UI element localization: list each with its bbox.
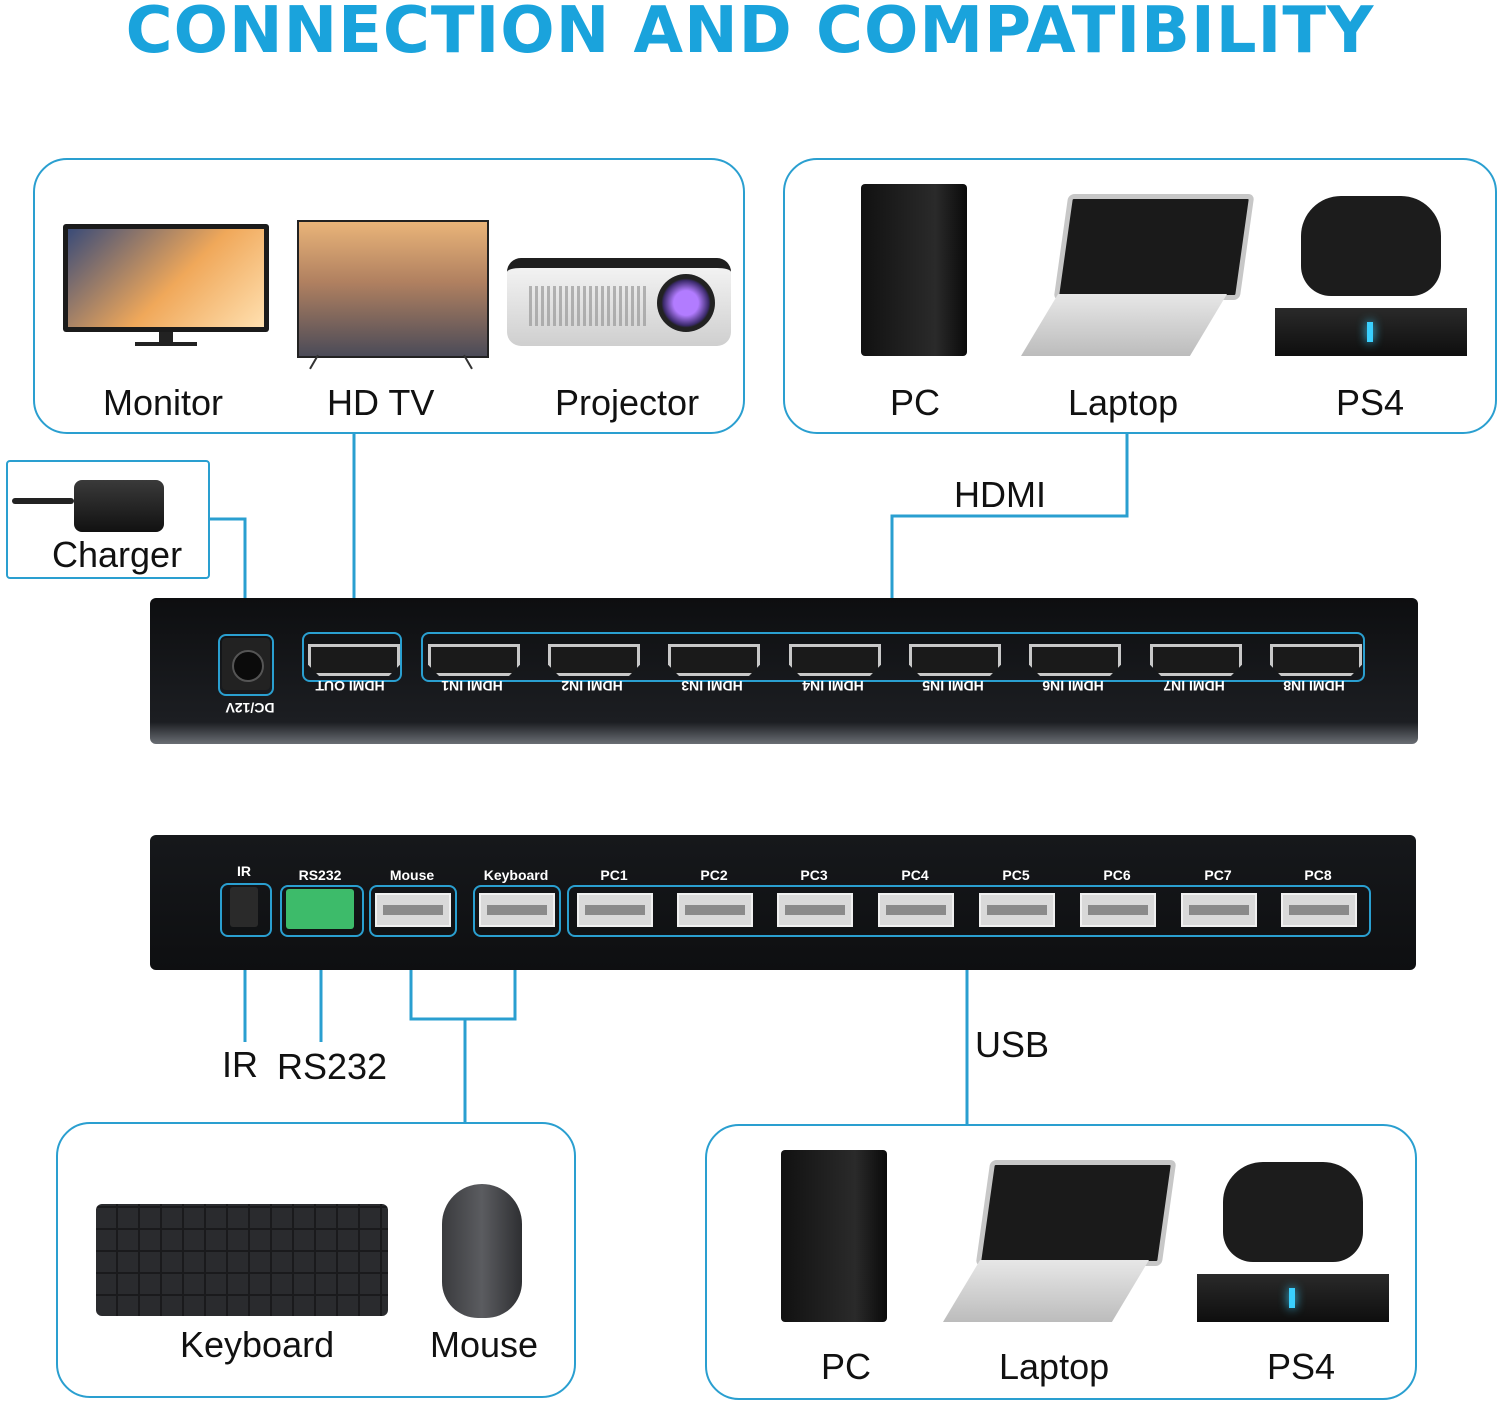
hdmi-in-port-8 bbox=[1270, 644, 1362, 676]
dc-highlight bbox=[218, 634, 274, 696]
pc4-usb-port bbox=[878, 893, 954, 927]
pc3-usb-port bbox=[777, 893, 853, 927]
pc1-label: PC1 bbox=[600, 867, 628, 883]
hdmi-in-port-2 bbox=[548, 644, 640, 676]
pc3-label: PC3 bbox=[800, 867, 828, 883]
pc-usb-highlight bbox=[567, 885, 1371, 937]
keyboard-port-label: Keyboard bbox=[483, 867, 549, 883]
laptop-image-bottom bbox=[943, 1160, 1177, 1326]
pc2-usb-port bbox=[677, 893, 753, 927]
hdmi-in-port-1 bbox=[428, 644, 520, 676]
pc7-label: PC7 bbox=[1204, 867, 1232, 883]
hdmi-in-port-5 bbox=[909, 644, 1001, 676]
hdmi-in-label-7: HDMI IN7 bbox=[1163, 678, 1225, 694]
hdmi-in-port-4 bbox=[789, 644, 881, 676]
display-label-projector: Projector bbox=[555, 382, 700, 423]
pc6-label: PC6 bbox=[1103, 867, 1131, 883]
pc4-label: PC4 bbox=[901, 867, 929, 883]
rs232-port bbox=[286, 889, 354, 929]
pc-tower-image-bottom bbox=[781, 1150, 887, 1322]
ps4-image bbox=[1275, 196, 1467, 360]
hdmi-in-label-6: HDMI IN6 bbox=[1042, 678, 1104, 694]
pc6-usb-port bbox=[1080, 893, 1156, 927]
pc-tower-image bbox=[861, 184, 967, 356]
hdmi-in-label-8: HDMI IN8 bbox=[1283, 678, 1345, 694]
hdmi-in-highlight bbox=[421, 632, 1365, 682]
charger-label: Charger bbox=[52, 534, 183, 575]
pc7-usb-port bbox=[1181, 893, 1257, 927]
ir-port-label: IR bbox=[237, 863, 251, 879]
charger-cable bbox=[12, 498, 74, 504]
hdmi-out-port bbox=[308, 644, 400, 676]
rs232-connection-label: RS232 bbox=[277, 1046, 388, 1087]
dc-label: DC/12V bbox=[225, 700, 275, 716]
monitor-image bbox=[63, 224, 269, 346]
source-bottom-label-pc: PC bbox=[821, 1346, 872, 1387]
hdmi-in-label-2: HDMI IN2 bbox=[561, 678, 623, 694]
source-label-ps4: PS4 bbox=[1336, 382, 1405, 423]
dc-power-port bbox=[222, 638, 270, 690]
ir-port bbox=[230, 887, 258, 927]
peripherals-box: Keyboard Mouse bbox=[56, 1122, 576, 1398]
source-bottom-label-ps4: PS4 bbox=[1267, 1346, 1336, 1387]
usb-connection-label: USB bbox=[975, 1024, 1050, 1065]
hdmi-in-port-7 bbox=[1150, 644, 1242, 676]
hdmi-sources-box: PC Laptop PS4 bbox=[783, 158, 1497, 434]
charger-box: Charger bbox=[6, 460, 210, 579]
hdtv-image bbox=[297, 220, 489, 370]
ps4-image-bottom bbox=[1197, 1162, 1389, 1326]
source-label-laptop: Laptop bbox=[1068, 382, 1179, 423]
peripheral-label-keyboard: Keyboard bbox=[180, 1324, 335, 1365]
pc5-label: PC5 bbox=[1002, 867, 1030, 883]
keyboard-highlight bbox=[473, 885, 561, 937]
hdmi-in-label-4: HDMI IN4 bbox=[802, 678, 864, 694]
projector-image bbox=[507, 258, 731, 358]
display-label-monitor: Monitor bbox=[103, 382, 224, 423]
mouse-image bbox=[442, 1184, 522, 1318]
mouse-usb-port bbox=[375, 893, 451, 927]
hdmi-in-port-6 bbox=[1029, 644, 1121, 676]
front-panel: DC/12V HDMI OUT HDMI IN1 HDMI IN2 HDMI I… bbox=[150, 598, 1418, 744]
pc5-usb-port bbox=[979, 893, 1055, 927]
pc2-label: PC2 bbox=[700, 867, 728, 883]
keyboard-usb-port bbox=[479, 893, 555, 927]
mouse-port-label: Mouse bbox=[389, 867, 435, 883]
laptop-image bbox=[1021, 194, 1255, 360]
page-title: CONNECTION AND COMPATIBILITY bbox=[125, 0, 1375, 68]
hdmi-in-port-3 bbox=[668, 644, 760, 676]
keyboard-image bbox=[96, 1204, 388, 1316]
hdmi-out-label: HDMI OUT bbox=[315, 678, 385, 694]
ir-connection-label: IR bbox=[222, 1044, 258, 1085]
rear-panel: IR RS232 Mouse Keyboard PC1 PC2 PC3 PC4 … bbox=[150, 835, 1416, 970]
pc1-usb-port bbox=[577, 893, 653, 927]
mouse-highlight bbox=[369, 885, 457, 937]
ir-highlight bbox=[220, 883, 272, 937]
display-devices-box: Monitor HD TV Projector bbox=[33, 158, 745, 434]
hdmi-in-label-3: HDMI IN3 bbox=[681, 678, 743, 694]
pc8-usb-port bbox=[1281, 893, 1357, 927]
usb-sources-box: PC Laptop PS4 bbox=[705, 1124, 1417, 1400]
hdmi-in-label-5: HDMI IN5 bbox=[922, 678, 984, 694]
charger-image bbox=[74, 480, 164, 532]
display-label-hdtv: HD TV bbox=[327, 382, 435, 423]
rs232-highlight bbox=[280, 885, 364, 937]
hdmi-out-highlight bbox=[302, 632, 402, 682]
hdmi-connection-label: HDMI bbox=[954, 474, 1046, 515]
source-label-pc: PC bbox=[890, 382, 941, 423]
source-bottom-label-laptop: Laptop bbox=[999, 1346, 1110, 1387]
hdmi-in-label-1: HDMI IN1 bbox=[441, 678, 503, 694]
rs232-port-label: RS232 bbox=[298, 867, 342, 883]
pc8-label: PC8 bbox=[1304, 867, 1332, 883]
peripheral-label-mouse: Mouse bbox=[430, 1324, 539, 1365]
